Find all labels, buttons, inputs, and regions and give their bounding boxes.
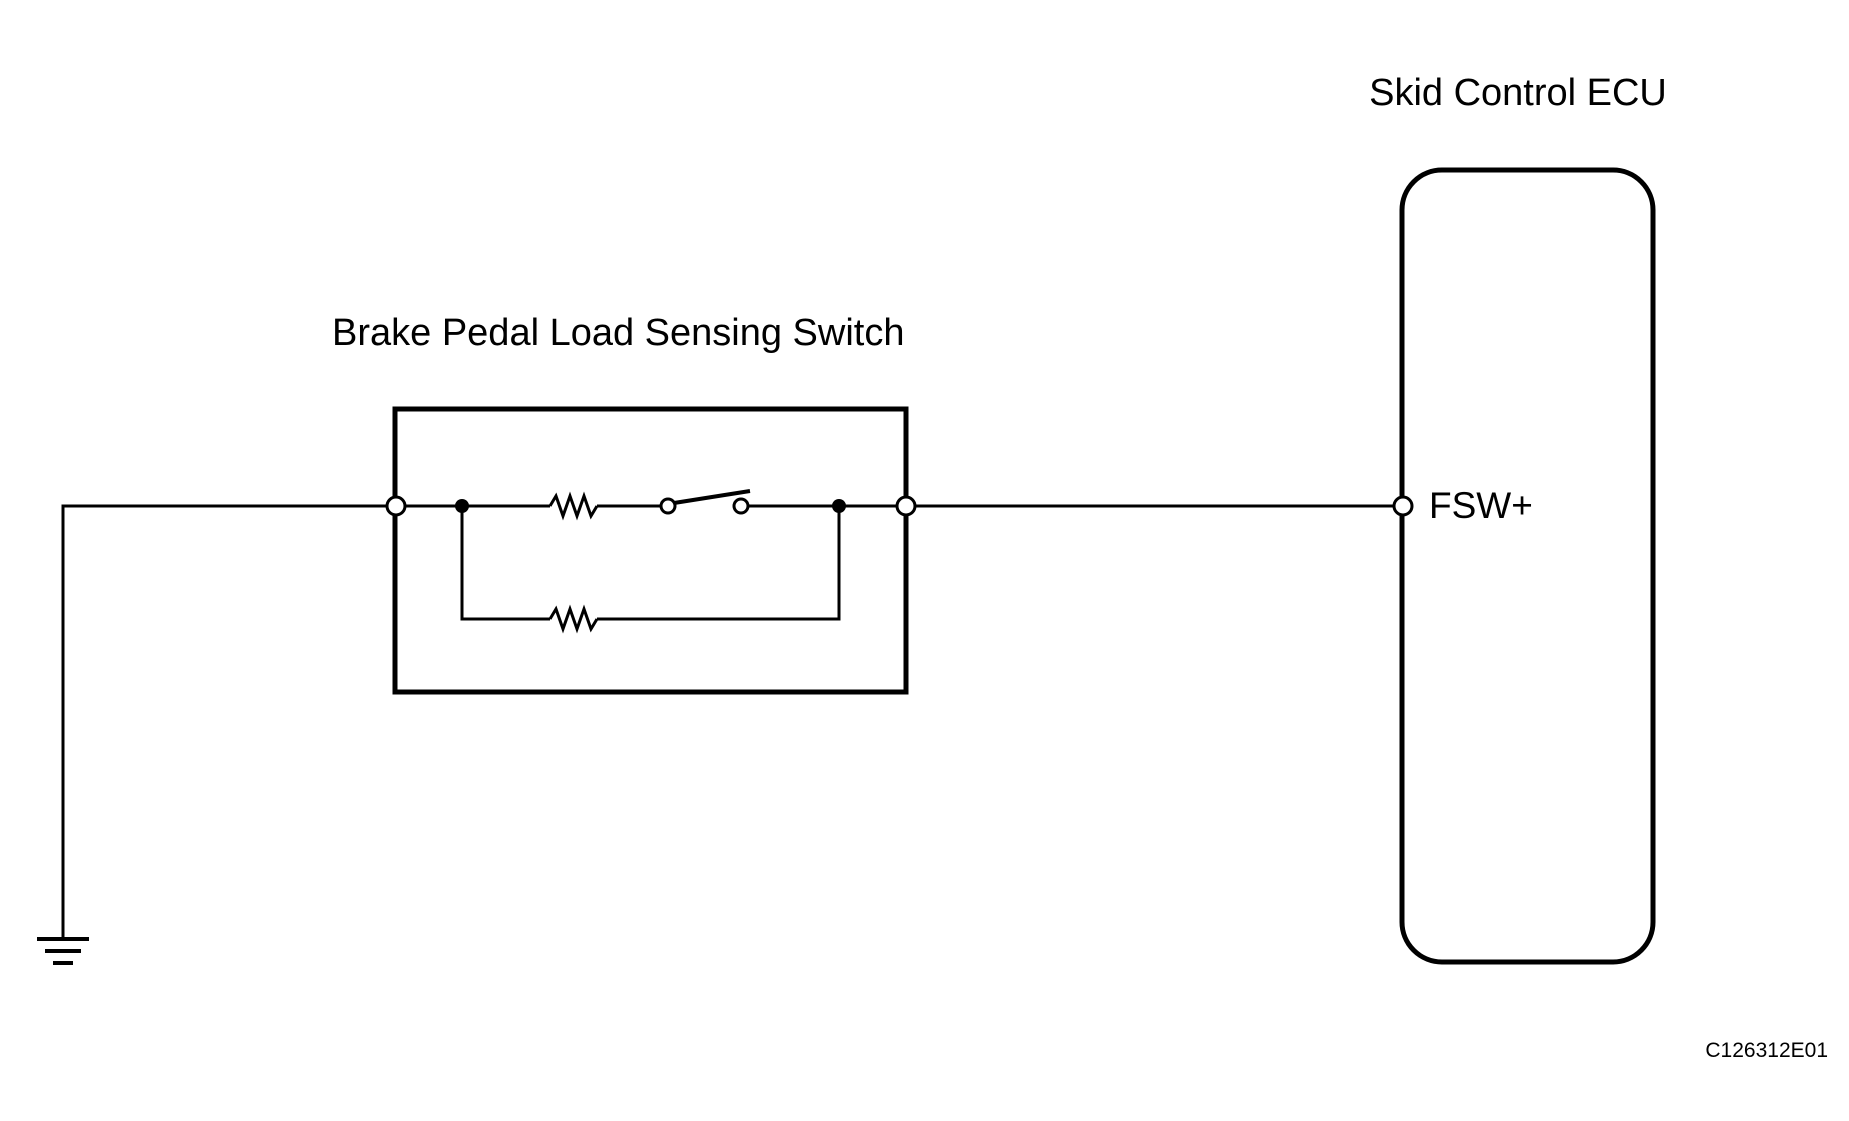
ecu-body — [1399, 167, 1656, 965]
junction-dot-right — [832, 499, 846, 513]
switch-terminal-left — [385, 495, 407, 517]
lower-branch-wire-b — [597, 506, 841, 621]
switch-contact-right — [732, 497, 750, 515]
ground-wire — [61, 504, 391, 937]
resistor-2-icon — [548, 604, 599, 634]
switch-blade-icon — [673, 489, 751, 505]
ground-symbol-icon — [37, 937, 89, 965]
ecu-terminal-fsw — [1392, 495, 1414, 517]
switch-title: Brake Pedal Load Sensing Switch — [332, 312, 904, 354]
lower-branch-wire-a — [460, 506, 550, 621]
junction-dot-left — [455, 499, 469, 513]
switch-housing — [392, 406, 909, 695]
switch-terminal-right — [895, 495, 917, 517]
ecu-terminal-label: FSW+ — [1429, 485, 1533, 526]
resistor-1-icon — [548, 491, 599, 521]
ecu-title: Skid Control ECU — [1369, 72, 1667, 114]
switch-contact-left — [659, 497, 677, 515]
figure-code: C126312E01 — [1705, 1039, 1828, 1062]
